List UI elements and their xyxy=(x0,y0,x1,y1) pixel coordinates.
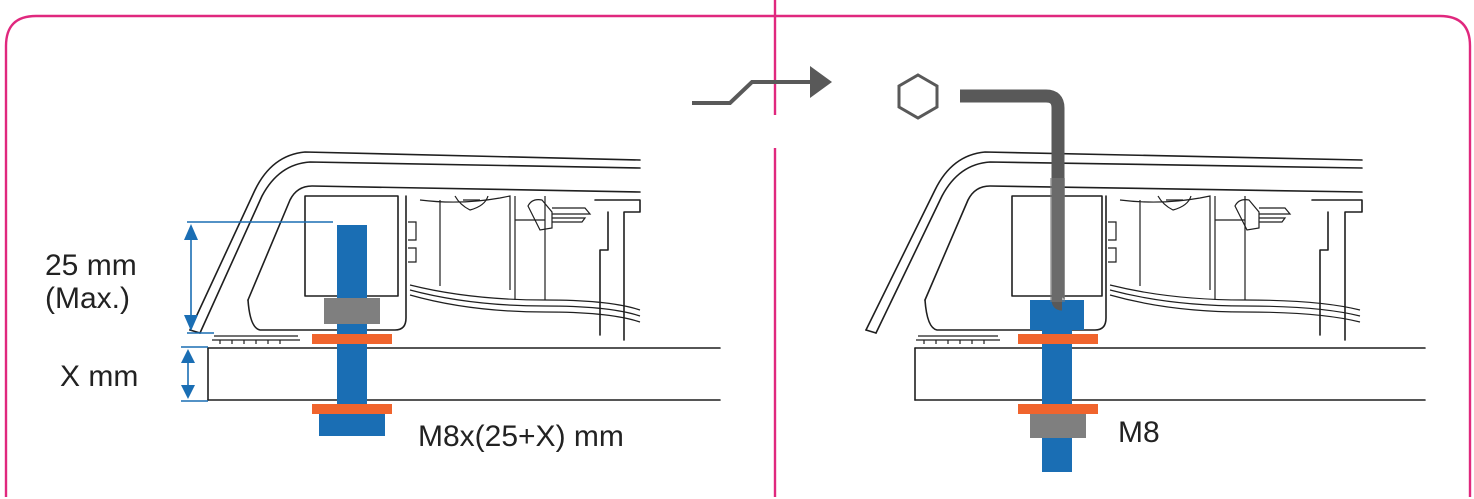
bolt-assembly-left xyxy=(312,225,392,436)
washer-bottom xyxy=(312,404,392,414)
left-panel: 25 mm (Max.) X mm M8x(25+X) mm xyxy=(45,151,721,453)
housing-left xyxy=(189,151,641,344)
dim-top-value-label: 25 mm xyxy=(45,249,137,282)
bolt-spec-right-label: M8 xyxy=(1118,416,1160,449)
nut xyxy=(1030,414,1086,438)
dimension-25mm xyxy=(184,221,333,334)
dimension-x xyxy=(181,346,208,402)
dim-top-note-label: (Max.) xyxy=(45,282,130,315)
table-plate-left xyxy=(207,347,721,401)
housing-right xyxy=(865,151,1363,344)
nut xyxy=(324,298,380,324)
washer-top xyxy=(312,334,392,344)
hex-icon xyxy=(897,73,939,120)
bolt-assembly-right xyxy=(1018,300,1098,472)
bolt-head xyxy=(319,414,385,436)
bolt-spec-left-label: M8x(25+X) mm xyxy=(418,420,624,453)
right-panel: M8 xyxy=(865,73,1426,472)
washer-bottom xyxy=(1018,404,1098,414)
table-plate-right xyxy=(914,347,1426,401)
hex-key-icon xyxy=(960,89,1065,311)
frame xyxy=(4,0,1472,497)
step-arrow-icon xyxy=(692,66,832,105)
dim-bottom-label: X mm xyxy=(60,360,138,393)
washer-top xyxy=(1018,334,1098,344)
